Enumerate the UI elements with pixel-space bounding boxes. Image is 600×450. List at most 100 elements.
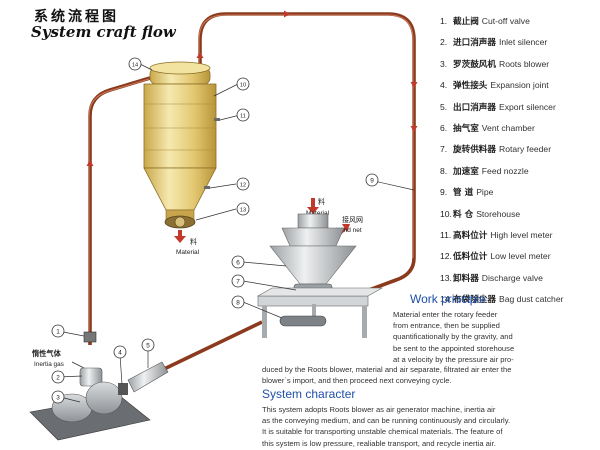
callout-number: 2	[56, 374, 60, 381]
legend-item-cn: 罗茨鼓风机	[453, 59, 496, 70]
legend-item-cn: 旋转供料器	[453, 145, 496, 156]
legend-item-cn: 抽气室	[453, 123, 479, 134]
roots-blower	[85, 381, 123, 415]
inlet-silencer	[79, 367, 103, 387]
legend-item-num: 9.	[440, 187, 448, 198]
diagram-title: System craft flow	[31, 23, 176, 41]
return-pipe	[88, 76, 151, 345]
legend-item-en: Bag dust catcher	[498, 294, 564, 305]
legend-item-en: Roots blower	[498, 58, 550, 69]
legend-item-num: 12.	[440, 251, 452, 262]
storehouse-silo	[143, 83, 217, 221]
wind-net-label: Wind net	[336, 227, 362, 234]
legend-item-cn: 管 道	[453, 188, 474, 199]
legend-item-num: 13.	[440, 272, 452, 283]
legend-item-num: 3.	[440, 58, 448, 69]
legend-item-en: Rotary feeder	[498, 144, 552, 155]
callout-number: 14	[132, 62, 138, 68]
text-line: Material enter the rotary feeder	[393, 310, 498, 319]
callout-4: 4	[113, 345, 127, 359]
legend-item-en: Pipe	[476, 187, 494, 198]
text-line: This system adopts Roots blower as air g…	[262, 405, 496, 414]
flow-arrow-up-left	[86, 160, 94, 166]
callout-circle	[231, 255, 245, 269]
legend-item-cn: 低料位计	[453, 252, 488, 263]
discharge-valve	[164, 215, 196, 229]
callout-14: 14	[128, 57, 142, 71]
legend-item-num: 1.	[440, 16, 448, 26]
callout-circle	[365, 173, 379, 187]
material-out-arrow	[174, 230, 186, 243]
text-line: as the conveying medium, and can be runn…	[262, 416, 511, 426]
callout-2: 2	[51, 370, 65, 384]
text-line: duced by the Roots blower, material and …	[262, 365, 512, 374]
system-character-heading: System character	[262, 387, 356, 401]
callout-3: 3	[51, 390, 65, 404]
callout-8: 8	[231, 295, 245, 309]
material-in-arrow	[307, 198, 319, 214]
export-silencer	[127, 361, 169, 393]
legend-item-num: 2.	[440, 37, 448, 48]
callout-7: 7	[231, 274, 245, 288]
legend-item-num: 6.	[440, 122, 448, 133]
level-meters	[204, 118, 220, 189]
legend-item-cn: 弹性接头	[453, 81, 488, 92]
callout-circle	[51, 370, 65, 384]
callout-number: 10	[240, 82, 246, 88]
legend-item-num: 8.	[440, 165, 448, 176]
bag-dust-catcher	[149, 61, 211, 85]
callout-circle	[51, 390, 65, 404]
callout-5: 5	[141, 338, 155, 352]
callout-number: 13	[240, 207, 246, 213]
callout-number: 7	[236, 278, 240, 285]
legend-item-en: Feed nozzle	[481, 165, 529, 176]
callout-number: 3	[56, 394, 60, 401]
legend-item-num: 14.	[440, 294, 452, 305]
legend-item-en: Export silencer	[498, 101, 556, 112]
inertia-gas-label: Inertia gas	[34, 361, 64, 368]
legend-item-cn: 截止阀	[453, 17, 479, 27]
callout-leaders	[57, 63, 415, 403]
callout-12: 12	[236, 177, 250, 191]
legend-item-en: High level meter	[490, 229, 553, 240]
text-line: It is suitable for transporting unstable…	[262, 427, 503, 437]
callout-10: 10	[236, 77, 250, 91]
material-out-label: Material	[176, 249, 200, 256]
text-line: be sent to the appointed storehouse	[393, 343, 515, 353]
legend-item-num: 11.	[440, 229, 452, 240]
callout-number: 12	[240, 182, 246, 188]
callout-9: 9	[365, 173, 379, 187]
callout-circle	[236, 202, 250, 216]
callout-number: 11	[240, 113, 246, 119]
callout-circle	[231, 274, 245, 288]
legend-item-num: 4.	[440, 80, 448, 91]
wind-net-label-cn: 接风网	[342, 215, 363, 224]
legend-item-cn: 出口消声器	[453, 102, 496, 113]
callout-circle	[231, 295, 245, 309]
callout-1: 1	[51, 324, 65, 338]
callout-number: 8	[236, 299, 240, 306]
legend-item-en: Discharge valve	[481, 272, 543, 283]
roots-blower-group	[29, 361, 169, 441]
feed-line	[161, 320, 263, 372]
legend-item-cn: 料 仓	[453, 209, 474, 220]
callout-number: 6	[236, 259, 240, 266]
text-line: at a velocity by the pressure air pro-	[393, 354, 514, 364]
rotary-feeder-assembly	[256, 213, 384, 338]
callout-circle	[141, 338, 155, 352]
callout-number: 4	[118, 349, 122, 356]
legend-item-cn: 高料位计	[453, 230, 488, 241]
flow-arrow-silo-up	[196, 52, 204, 58]
callout-circle	[236, 77, 250, 91]
